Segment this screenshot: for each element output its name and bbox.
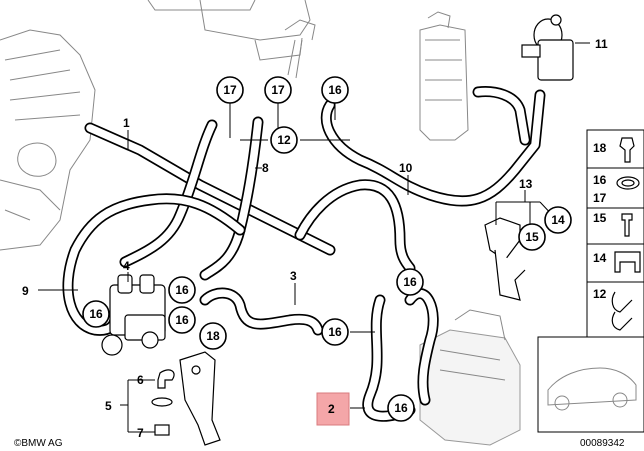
label-13[interactable]: 13 <box>519 177 533 191</box>
callout-17b[interactable]: 17 <box>264 76 292 104</box>
label-1[interactable]: 1 <box>123 116 130 130</box>
callout-16-right[interactable]: 16 <box>396 268 424 296</box>
callout-14[interactable]: 14 <box>544 206 572 234</box>
svg-text:12: 12 <box>593 287 607 301</box>
bolt-icon <box>619 137 635 163</box>
svg-text:18: 18 <box>593 141 607 155</box>
label-4[interactable]: 4 <box>123 259 130 273</box>
svg-text:14: 14 <box>551 213 565 227</box>
hoses <box>62 86 546 422</box>
clip-icon <box>614 251 641 273</box>
svg-text:16: 16 <box>89 307 103 321</box>
expansion-tank-ghost <box>419 11 469 141</box>
label-6[interactable]: 6 <box>137 373 144 387</box>
svg-text:15: 15 <box>525 230 539 244</box>
svg-text:17: 17 <box>271 83 285 97</box>
callout-15[interactable]: 15 <box>518 223 546 251</box>
brand-copyright: ©BMW AG <box>14 438 63 449</box>
callout-16-low[interactable]: 16 <box>387 394 415 422</box>
screw-icon <box>621 213 633 237</box>
svg-text:14: 14 <box>593 251 607 265</box>
fasteners-part <box>151 369 175 436</box>
callout-16-mid[interactable]: 16 <box>321 318 349 346</box>
svg-text:16: 16 <box>328 83 342 97</box>
clamp-bracket-part <box>484 217 526 301</box>
water-valve-part <box>101 274 166 356</box>
hose-holder-icon <box>611 291 633 331</box>
diagram-id: 00089342 <box>580 438 625 449</box>
svg-text:16: 16 <box>593 173 607 187</box>
label-7[interactable]: 7 <box>137 426 144 440</box>
svg-text:2: 2 <box>328 402 335 416</box>
callout-17a[interactable]: 17 <box>216 76 244 104</box>
legend-item-16-17[interactable]: 16 17 <box>593 173 640 205</box>
callout-16-top[interactable]: 16 <box>321 76 349 104</box>
svg-text:16: 16 <box>175 283 189 297</box>
callout-16-left[interactable]: 16 <box>82 300 110 328</box>
label-11[interactable]: 11 <box>595 37 608 51</box>
svg-text:17: 17 <box>223 83 237 97</box>
svg-text:17: 17 <box>593 191 607 205</box>
label-10[interactable]: 10 <box>399 161 413 175</box>
bracket-part <box>179 351 221 446</box>
engine-block-ghost <box>0 29 96 251</box>
callout-12[interactable]: 12 <box>270 126 298 154</box>
radiator-ghost <box>147 0 316 79</box>
label-9[interactable]: 9 <box>22 284 29 298</box>
car-thumbnail <box>537 336 644 433</box>
label-2-highlighted[interactable]: 2 <box>316 392 350 426</box>
label-5[interactable]: 5 <box>105 399 112 413</box>
callout-16-valve-2[interactable]: 16 <box>168 306 196 334</box>
svg-text:16: 16 <box>175 313 189 327</box>
legend-item-14[interactable]: 14 <box>593 251 641 273</box>
svg-text:12: 12 <box>277 133 291 147</box>
svg-text:16: 16 <box>394 401 408 415</box>
legend-item-12[interactable]: 12 <box>593 287 633 331</box>
callout-18[interactable]: 18 <box>199 322 227 350</box>
callout-16-valve-1[interactable]: 16 <box>168 276 196 304</box>
svg-text:15: 15 <box>593 211 607 225</box>
leader-lines <box>38 42 590 433</box>
label-3[interactable]: 3 <box>290 269 297 283</box>
svg-text:16: 16 <box>328 325 342 339</box>
label-8[interactable]: 8 <box>262 161 269 175</box>
legend-item-18[interactable]: 18 <box>593 137 635 163</box>
svg-text:16: 16 <box>403 275 417 289</box>
pump-part <box>521 14 574 81</box>
legend-item-15[interactable]: 15 <box>593 211 633 237</box>
auxiliary-heater-ghost <box>419 309 521 446</box>
svg-text:18: 18 <box>206 329 220 343</box>
